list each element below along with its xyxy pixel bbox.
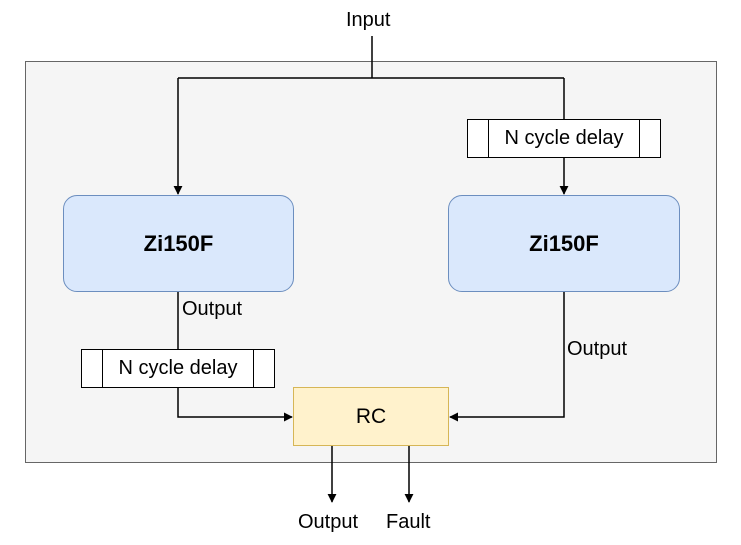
delay-block-top: N cycle delay bbox=[467, 119, 661, 158]
zi150f-block-right: Zi150F bbox=[448, 195, 680, 292]
right-zi-to-rc-arrow bbox=[449, 291, 565, 422]
fault-label: Fault bbox=[386, 511, 431, 533]
rc-block: RC bbox=[293, 387, 449, 446]
right-output-label: Output bbox=[567, 338, 628, 360]
zi150f-block-left-label: Zi150F bbox=[143, 230, 214, 256]
left-output-label: Output bbox=[182, 298, 243, 320]
zi150f-block-right-label: Zi150F bbox=[529, 230, 599, 256]
input-label: Input bbox=[346, 9, 391, 31]
delay-block-left-label: N cycle delay bbox=[118, 357, 238, 379]
rc-output-label: Output bbox=[298, 511, 359, 533]
delay-block-left: N cycle delay bbox=[81, 349, 275, 388]
rc-block-label: RC bbox=[355, 404, 387, 428]
delay-block-top-label: N cycle delay bbox=[504, 127, 624, 149]
left-delay-to-rc-arrow bbox=[177, 387, 293, 422]
zi150f-block-left: Zi150F bbox=[63, 195, 294, 292]
